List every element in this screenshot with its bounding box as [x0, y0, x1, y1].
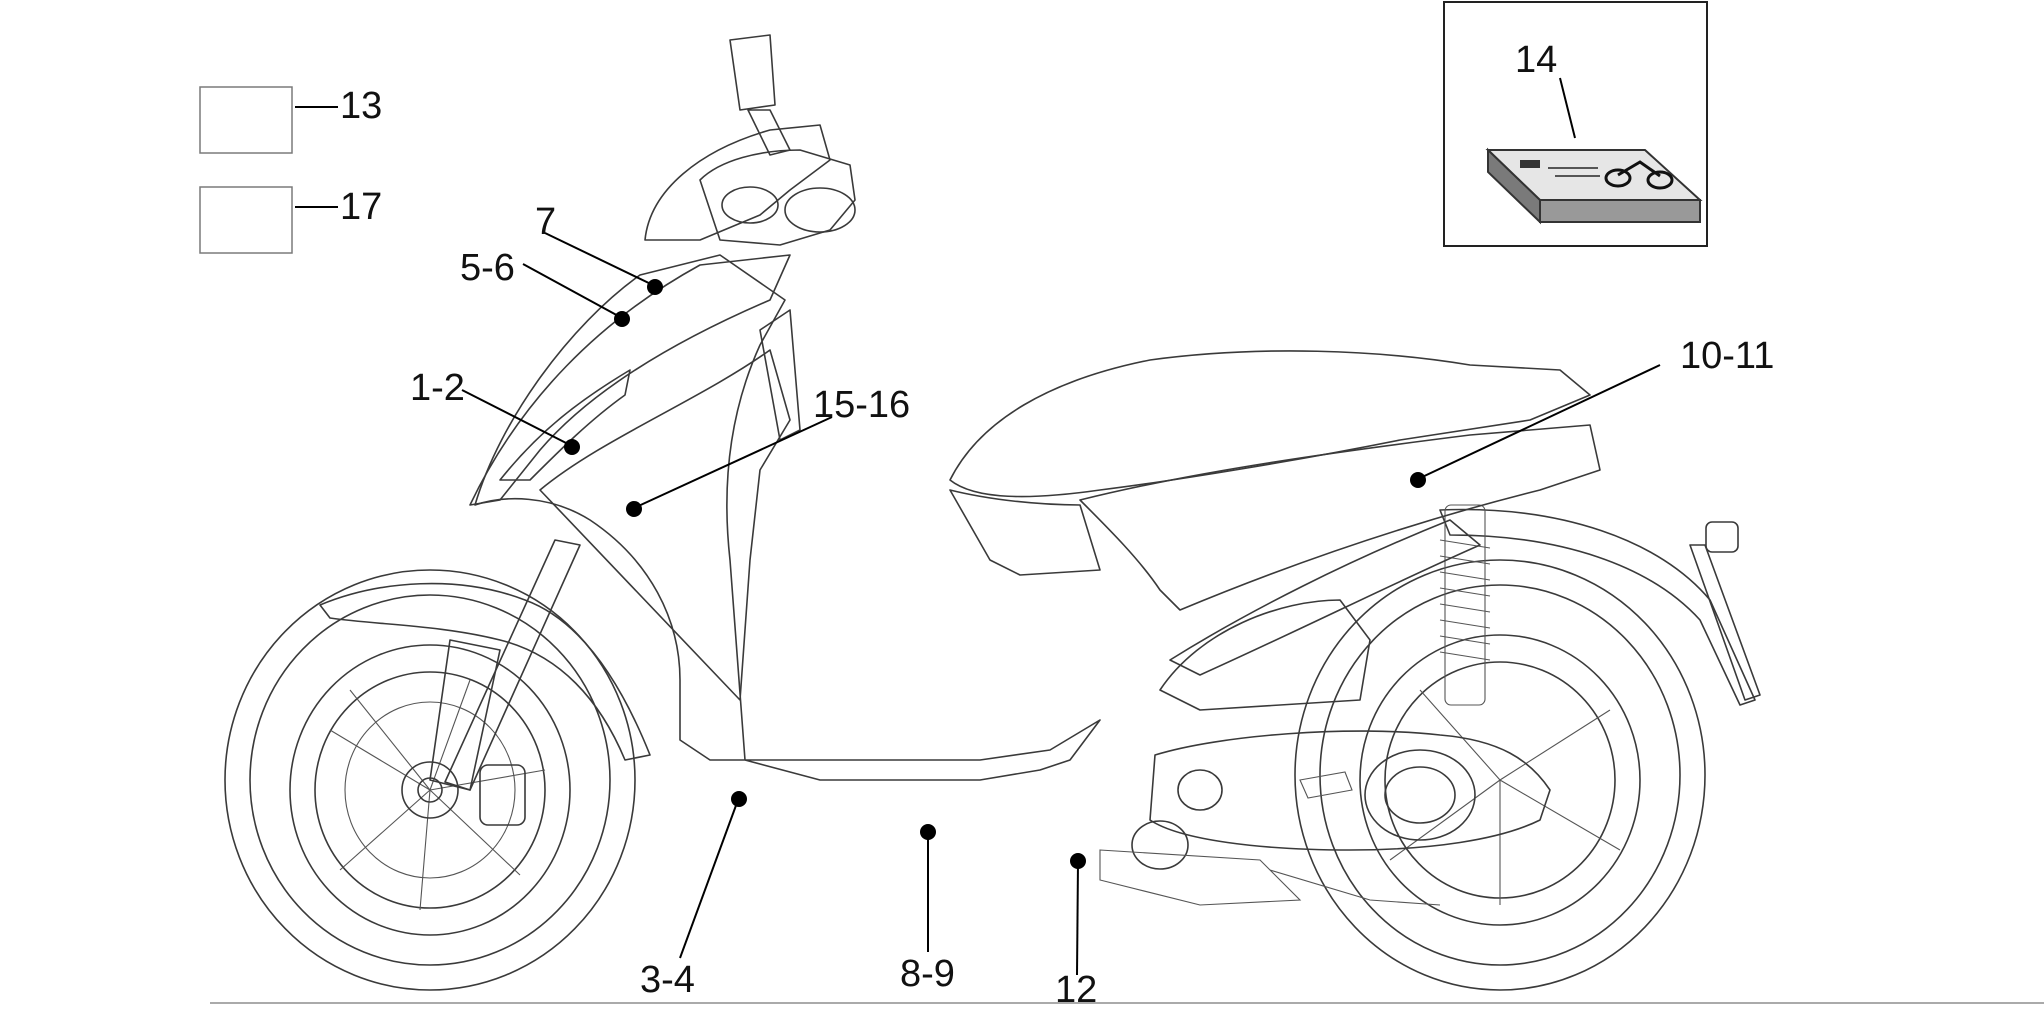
headset	[644, 124, 831, 241]
front-wheel	[224, 569, 636, 991]
callout-5-6: 5-6	[460, 247, 515, 289]
callout-15-16: 15-16	[813, 384, 910, 426]
rear-wheel	[1294, 559, 1706, 991]
decal-box-13	[199, 86, 293, 154]
leader-15-16	[626, 416, 833, 517]
rear-fender	[1439, 508, 1756, 706]
callout-17: 17	[340, 186, 382, 228]
front-fender	[319, 582, 651, 761]
callout-12: 12	[1055, 969, 1097, 1009]
seat	[949, 350, 1591, 498]
leader-5-6	[522, 263, 630, 327]
front-shield	[474, 254, 1101, 781]
leader-12	[1070, 853, 1086, 976]
leader-10-11	[1410, 364, 1661, 488]
front-fork	[444, 539, 581, 791]
callout-7: 7	[535, 201, 556, 243]
engine-swingarm	[1099, 730, 1551, 906]
mirror	[729, 34, 791, 156]
callout-10-11: 10-11	[1680, 335, 1774, 377]
callout-3-4: 3-4	[640, 959, 695, 1001]
leader-7	[544, 232, 663, 295]
center-tunnel-panel	[539, 349, 791, 701]
rear-shock	[1439, 504, 1491, 706]
callout-1-2: 1-2	[410, 367, 465, 409]
leader-8-9	[920, 824, 936, 952]
leader-1-2	[461, 389, 580, 455]
callout-13: 13	[340, 85, 382, 127]
rear-side-body	[1079, 424, 1601, 611]
owner-manual-book	[1485, 147, 1703, 225]
front-side-panel	[469, 254, 791, 506]
decal-box-17	[199, 186, 293, 254]
callout-14: 14	[1515, 39, 1557, 81]
leader-3-4	[679, 791, 747, 959]
callout-8-9: 8-9	[900, 953, 955, 995]
